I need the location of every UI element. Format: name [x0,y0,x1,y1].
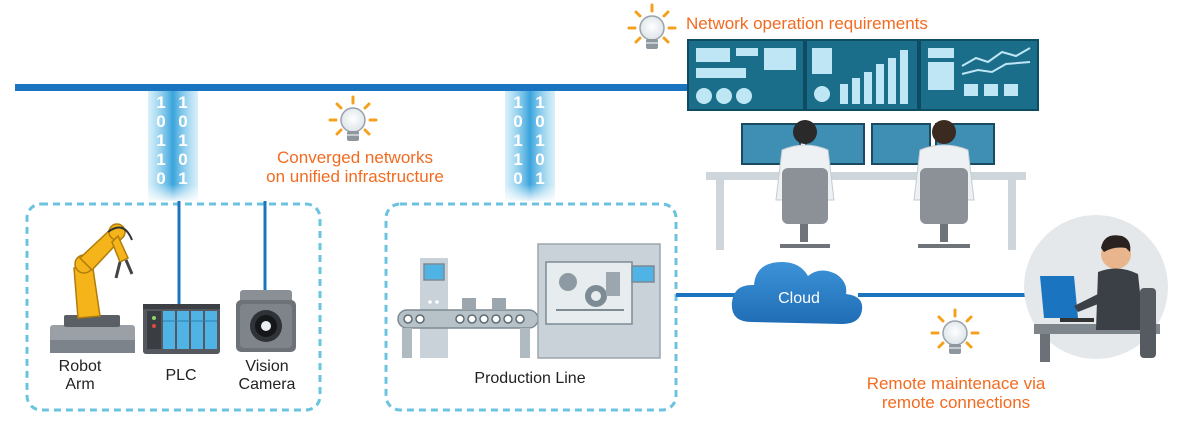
robot-arm-line-2: Arm [65,375,95,393]
lightbulb-icon [328,95,378,141]
cloud-icon [731,262,863,324]
binary-digit: 0 [156,112,166,131]
control-room-icon [706,120,1026,250]
remote-line-1: Remote maintenace via [866,374,1046,393]
binary-digit: 1 [513,93,523,112]
lightbulb-icon [930,308,980,354]
binary-digit: 1 [178,131,188,150]
binary-column: 1 0 1 1 0 [511,93,525,188]
robot-arm-label: Robot Arm [44,358,116,394]
plc-label: PLC [165,367,197,384]
dashboard-monitor-icon [687,39,1039,111]
binary-digit: 1 [513,150,523,169]
converged-line-1: Converged networks [277,148,433,167]
binary-digit: 0 [178,150,188,169]
binary-digit: 0 [513,169,523,188]
vision-camera-label: Vision Camera [226,358,308,394]
robot-arm-line-1: Robot [58,358,102,375]
network-operation-label: Network operation requirements [686,14,928,33]
converged-networks-label: Converged networks on unified infrastruc… [240,148,470,186]
lightbulb-icon [627,3,677,49]
binary-digit: 1 [156,150,166,169]
binary-digit: 0 [513,112,523,131]
binary-column: 1 0 1 0 1 [533,93,547,188]
binary-digit: 1 [535,131,545,150]
plc-icon [143,304,220,354]
binary-digit: 1 [178,169,188,188]
binary-beam-left [148,91,198,201]
binary-digit: 0 [156,169,166,188]
binary-digit: 1 [178,93,188,112]
network-backbone [15,84,705,91]
field-devices-zone [25,202,322,412]
binary-digit: 1 [156,131,166,150]
binary-digit: 1 [535,169,545,188]
robot-arm-icon [50,223,135,353]
binary-digit: 1 [535,93,545,112]
remote-maintenance-label: Remote maintenace via remote connections [836,374,1076,412]
remote-engineer-icon [1024,215,1168,362]
binary-beam-right [505,91,555,201]
binary-column: 1 0 1 0 1 [176,93,190,188]
vision-camera-line-1: Vision [245,358,289,375]
binary-digit: 1 [513,131,523,150]
vision-camera-line-2: Camera [238,375,296,393]
binary-digit: 0 [535,112,545,131]
cloud-label: Cloud [778,290,820,307]
vision-camera-icon [236,290,296,352]
binary-digit: 1 [156,93,166,112]
converged-line-2: on unified infrastructure [266,167,444,187]
binary-column: 1 0 1 1 0 [154,93,168,188]
production-line-label: Production Line [474,370,586,387]
binary-digit: 0 [178,112,188,131]
remote-line-2: remote connections [881,393,1031,413]
production-zone [384,202,678,412]
production-line-icon [397,243,661,359]
binary-digit: 0 [535,150,545,169]
